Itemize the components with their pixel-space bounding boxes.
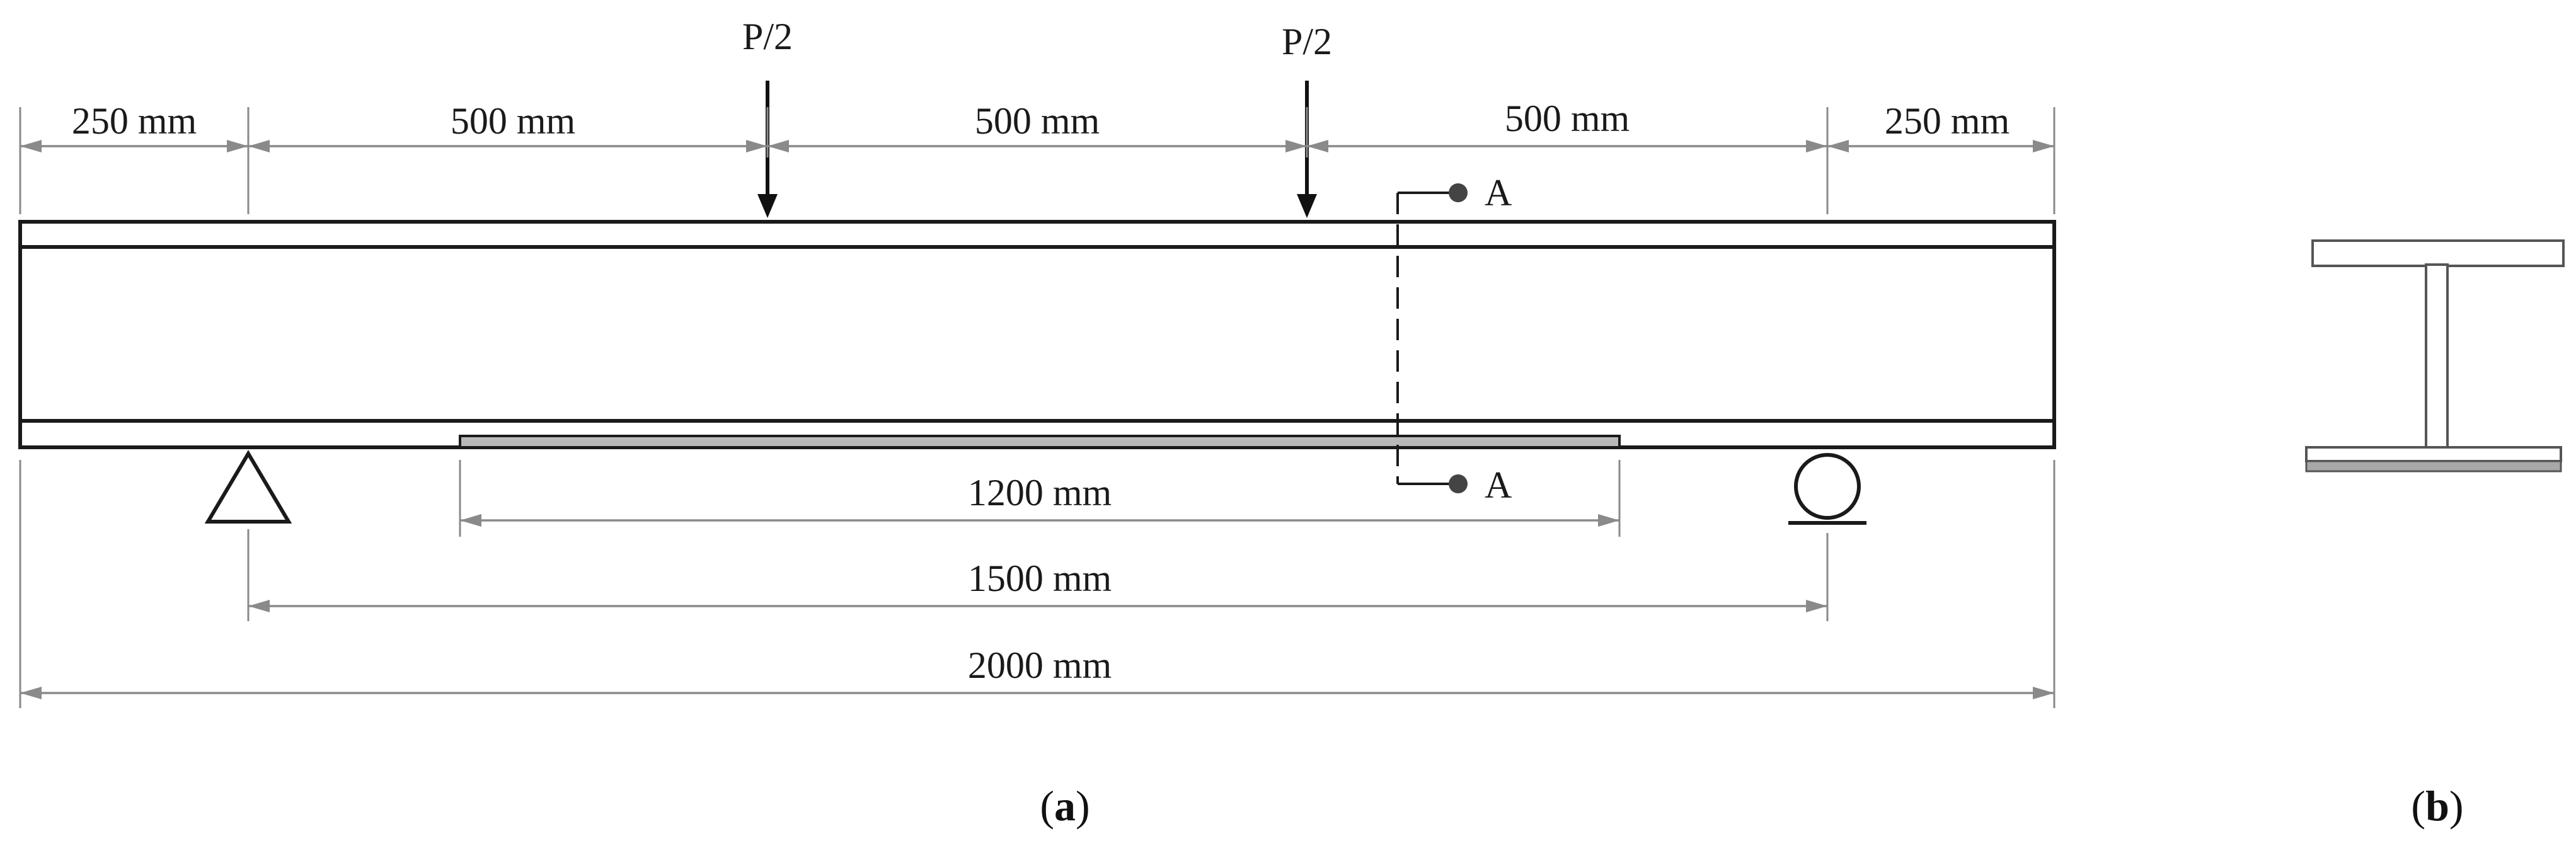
caption-a-close: ) bbox=[1076, 782, 1090, 830]
load-label-left: P/2 bbox=[742, 16, 793, 57]
cfrp-plate bbox=[459, 435, 1621, 449]
section-bottom-flange bbox=[2305, 446, 2562, 462]
caption-a-letter: a bbox=[1054, 782, 1076, 830]
caption-a-open: ( bbox=[1040, 782, 1054, 830]
dim-shear-span-right: 500 mm bbox=[1505, 98, 1630, 139]
caption-b: (b) bbox=[2411, 782, 2463, 830]
beam-elevation bbox=[18, 220, 2056, 449]
load-label-right: P/2 bbox=[1282, 21, 1332, 62]
roller-support bbox=[1788, 453, 1866, 525]
i-beam-cross-section bbox=[2305, 239, 2565, 473]
dim-constant-moment: 500 mm bbox=[975, 100, 1100, 142]
section-dot-bottom bbox=[1449, 474, 1468, 493]
pin-support bbox=[204, 450, 292, 524]
beam-web bbox=[18, 245, 2056, 423]
section-web bbox=[2425, 263, 2449, 450]
dim-left-overhang: 250 mm bbox=[72, 100, 197, 142]
bottom-dimension-lines bbox=[19, 460, 2056, 708]
section-cfrp-plate bbox=[2305, 460, 2562, 473]
dim-plate-length: 1200 mm bbox=[968, 472, 1112, 513]
section-top-flange bbox=[2311, 239, 2565, 267]
caption-b-open: ( bbox=[2411, 782, 2425, 830]
dim-support-span: 1500 mm bbox=[968, 558, 1112, 599]
dim-total-length: 2000 mm bbox=[968, 645, 1112, 686]
section-cut-marker bbox=[1396, 183, 1468, 493]
section-label-bottom: A bbox=[1485, 464, 1512, 506]
caption-b-letter: b bbox=[2425, 782, 2449, 830]
dim-shear-span-left: 500 mm bbox=[451, 100, 575, 142]
beam-top-flange bbox=[18, 220, 2056, 249]
section-label-top: A bbox=[1485, 172, 1512, 214]
caption-a: (a) bbox=[1040, 782, 1090, 830]
dim-right-overhang: 250 mm bbox=[1885, 100, 2010, 142]
section-dot-top bbox=[1449, 183, 1468, 202]
top-dimension-chain bbox=[19, 107, 2056, 214]
caption-b-close: ) bbox=[2449, 782, 2464, 830]
